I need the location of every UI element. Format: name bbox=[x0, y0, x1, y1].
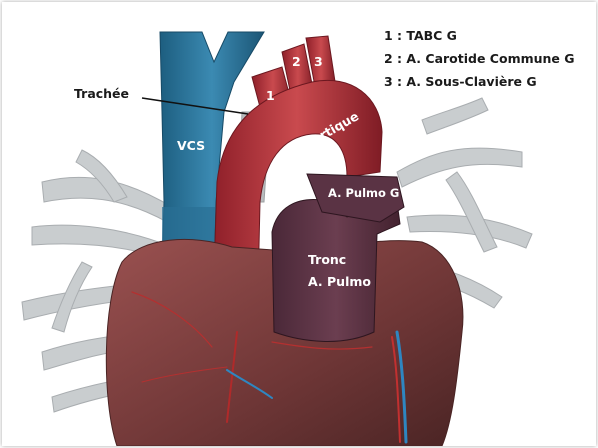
pulmonary-trunk-label-line1: Tronc bbox=[308, 252, 346, 267]
vcs-label: VCS bbox=[177, 138, 205, 153]
trachea-label: Trachée bbox=[74, 86, 129, 101]
legend: 1 : TABC G 2 : A. Carotide Commune G 3 :… bbox=[384, 24, 575, 93]
legend-item-2: 2 : A. Carotide Commune G bbox=[384, 47, 575, 70]
pulmonary-trunk-label-line2: A. Pulmo bbox=[308, 274, 371, 289]
branch-number-3: 3 bbox=[314, 54, 323, 69]
branch-number-2: 2 bbox=[292, 54, 301, 69]
left-pulmonary-artery-label: A. Pulmo G bbox=[328, 186, 399, 200]
legend-item-1: 1 : TABC G bbox=[384, 24, 575, 47]
legend-item-3: 3 : A. Sous-Clavière G bbox=[384, 70, 575, 93]
branch-number-1: 1 bbox=[266, 88, 275, 103]
